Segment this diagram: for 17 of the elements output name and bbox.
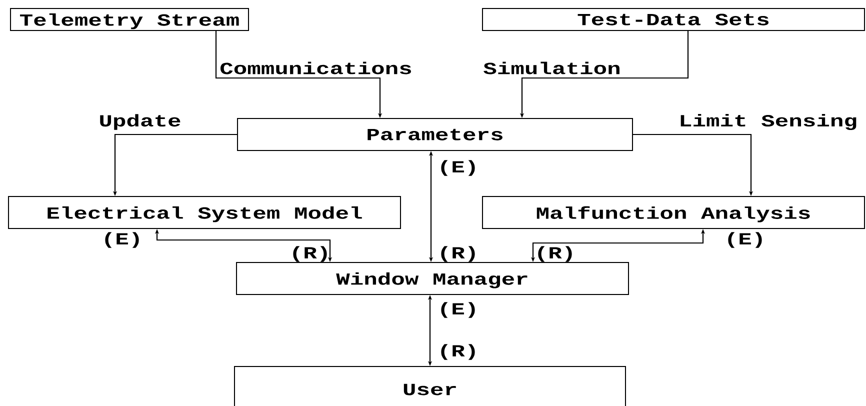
process-box: Malfunction Analysis bbox=[482, 196, 865, 229]
signal-label: (R) bbox=[538, 246, 572, 262]
process-box: User bbox=[234, 366, 626, 406]
process-box: Parameters bbox=[237, 118, 633, 151]
process-box: Telemetry Stream bbox=[10, 8, 249, 31]
edge-label: Communications bbox=[218, 60, 414, 76]
signal-label: (R) bbox=[441, 246, 475, 262]
signal-label: (E) bbox=[441, 160, 475, 176]
process-box: Window Manager bbox=[236, 262, 629, 295]
process-box: Electrical System Model bbox=[8, 196, 401, 229]
edge-label: Limit Sensing bbox=[677, 113, 859, 131]
signal-label: (R) bbox=[441, 344, 475, 360]
edge-label: Simulation bbox=[482, 60, 622, 76]
signal-label: (R) bbox=[293, 246, 327, 262]
process-box: Test-Data Sets bbox=[482, 8, 865, 31]
signal-label: (E) bbox=[441, 302, 475, 318]
edge-label: Update bbox=[98, 113, 182, 131]
